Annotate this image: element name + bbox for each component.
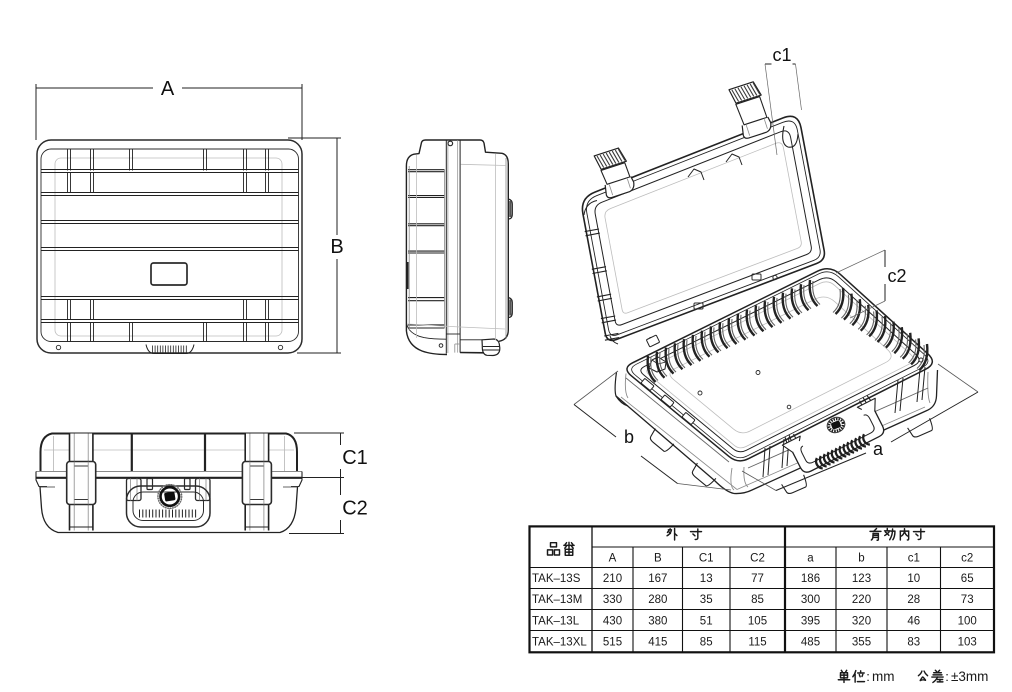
svg-text:a: a — [873, 439, 884, 459]
svg-text:115: 115 — [748, 637, 766, 649]
svg-text:380: 380 — [648, 615, 667, 627]
svg-text::: : — [945, 669, 949, 684]
svg-text:51: 51 — [700, 615, 713, 627]
svg-text:13: 13 — [700, 573, 713, 585]
svg-text:395: 395 — [801, 615, 820, 627]
svg-text:220: 220 — [852, 594, 871, 606]
svg-text:A: A — [161, 78, 175, 100]
svg-text:C1: C1 — [699, 553, 714, 565]
svg-text:TAK–13M: TAK–13M — [532, 594, 582, 606]
svg-text:TAK–13S: TAK–13S — [532, 573, 581, 585]
svg-text:C1: C1 — [342, 447, 368, 469]
svg-text:83: 83 — [907, 637, 920, 649]
svg-text:C2: C2 — [750, 553, 765, 565]
svg-text:c1: c1 — [908, 553, 920, 565]
svg-text:300: 300 — [801, 594, 820, 606]
svg-text:c1: c1 — [772, 45, 791, 65]
svg-text:B: B — [654, 553, 662, 565]
svg-text:515: 515 — [603, 637, 622, 649]
svg-text:355: 355 — [852, 637, 871, 649]
svg-text:186: 186 — [801, 573, 820, 585]
svg-text:c2: c2 — [961, 553, 973, 565]
svg-text:430: 430 — [603, 615, 622, 627]
svg-text:100: 100 — [958, 615, 977, 627]
svg-text:A: A — [609, 553, 617, 565]
svg-text:320: 320 — [852, 615, 871, 627]
svg-text:mm: mm — [872, 669, 895, 684]
svg-text:46: 46 — [907, 615, 920, 627]
svg-text:TAK–13XL: TAK–13XL — [532, 637, 587, 649]
svg-text:TAK–13L: TAK–13L — [532, 615, 580, 627]
svg-text:103: 103 — [958, 637, 977, 649]
svg-text:210: 210 — [603, 573, 622, 585]
svg-text:28: 28 — [907, 594, 920, 606]
svg-text:C2: C2 — [342, 498, 368, 520]
svg-text:330: 330 — [603, 594, 622, 606]
svg-text:c2: c2 — [887, 266, 906, 286]
svg-text:167: 167 — [648, 573, 667, 585]
svg-text:105: 105 — [748, 615, 767, 627]
svg-text:485: 485 — [801, 637, 820, 649]
svg-text:B: B — [330, 236, 343, 258]
svg-text:b: b — [858, 553, 864, 565]
svg-text:85: 85 — [700, 637, 713, 649]
svg-text::: : — [866, 669, 870, 684]
svg-text:10: 10 — [907, 573, 920, 585]
svg-text:35: 35 — [700, 594, 713, 606]
svg-text:65: 65 — [961, 573, 974, 585]
svg-text:±3mm: ±3mm — [951, 669, 988, 684]
svg-text:415: 415 — [648, 637, 667, 649]
svg-text:73: 73 — [961, 594, 974, 606]
svg-text:280: 280 — [648, 594, 667, 606]
svg-text:85: 85 — [751, 594, 764, 606]
svg-text:a: a — [807, 553, 814, 565]
svg-text:77: 77 — [751, 573, 764, 585]
svg-text:123: 123 — [852, 573, 871, 585]
svg-text:b: b — [624, 427, 634, 447]
